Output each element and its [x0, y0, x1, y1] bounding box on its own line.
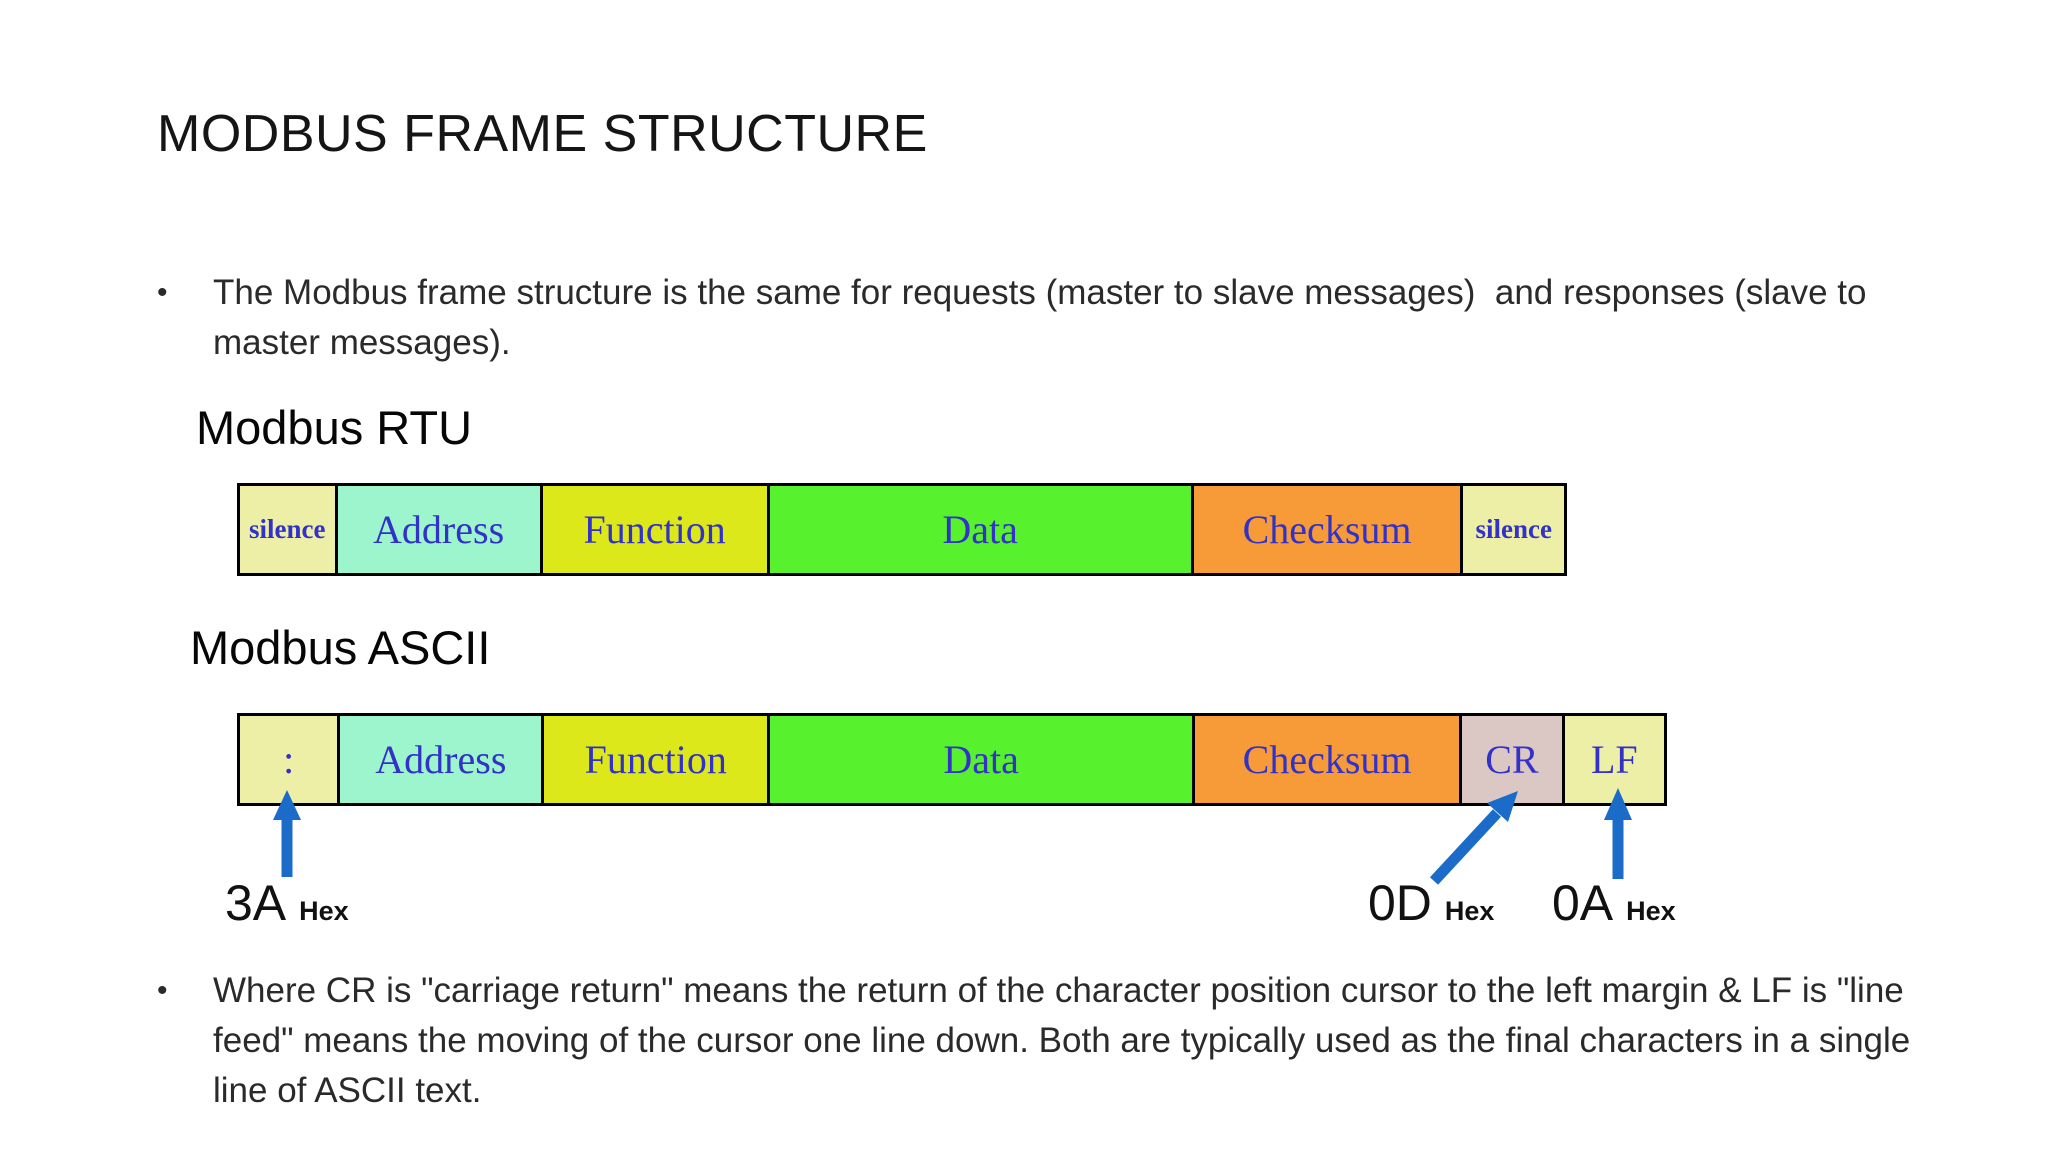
bullet-text-frame-structure: The Modbus frame structure is the same f… [213, 273, 1877, 362]
bullet-marker: • [157, 974, 168, 1007]
hex-value: 3A [225, 875, 287, 931]
hex-value: 0D [1368, 875, 1432, 931]
hex-value: 0A [1552, 875, 1614, 931]
bullet-item-cr-lf: • Where CR is "carriage return" means th… [157, 966, 1972, 1116]
ascii-cell-cr: CR [1459, 716, 1562, 803]
rtu-cell-silence-end: silence [1460, 486, 1564, 573]
hex-unit: Hex [1444, 896, 1495, 926]
cell-label: LF [1590, 737, 1638, 782]
cell-label: Function [584, 737, 727, 782]
cell-label: Data [943, 737, 1019, 782]
ascii-cell-lf: LF [1561, 716, 1664, 803]
cell-label: Checksum [1242, 507, 1412, 552]
modbus-ascii-frame: : Address Function Data Checksum CR LF [237, 713, 1667, 806]
cell-label: silence [1475, 514, 1552, 544]
cell-label: : [283, 737, 295, 782]
cell-label: silence [249, 514, 326, 544]
cell-label: Address [375, 737, 507, 782]
ascii-cell-address: Address [337, 716, 542, 803]
rtu-cell-silence-start: silence [240, 486, 335, 573]
cell-label: Data [942, 507, 1018, 552]
bullet-item-frame-structure: • The Modbus frame structure is the same… [157, 268, 1972, 368]
modbus-rtu-frame: silence Address Function Data Checksum silenc… [237, 483, 1567, 576]
ascii-cell-data: Data [767, 716, 1193, 803]
rtu-cell-checksum: Checksum [1190, 486, 1461, 573]
modbus-rtu-label: Modbus RTU [196, 401, 473, 454]
rtu-cell-data: Data [766, 486, 1191, 573]
cell-label: Address [373, 507, 505, 552]
cell-label: Checksum [1242, 737, 1412, 782]
cell-label: Function [583, 507, 726, 552]
hex-label-lf: 0A Hex [1552, 878, 1676, 928]
bullet-marker: • [157, 276, 168, 309]
ascii-cell-start-colon: : [240, 716, 338, 803]
hex-label-cr: 0D Hex [1368, 878, 1494, 928]
ascii-cell-checksum: Checksum [1192, 716, 1460, 803]
slide-title: MODBUS FRAME STRUCTURE [157, 105, 928, 163]
hex-unit: Hex [1626, 896, 1676, 926]
bullet-text-cr-lf: Where CR is "carriage return" means the … [213, 971, 1920, 1110]
hex-label-colon: 3A Hex [225, 878, 349, 928]
ascii-cell-function: Function [541, 716, 768, 803]
rtu-cell-address: Address [334, 486, 540, 573]
modbus-ascii-label: Modbus ASCII [190, 621, 491, 674]
cell-label: CR [1485, 737, 1539, 782]
hex-unit: Hex [299, 896, 349, 926]
rtu-cell-function: Function [539, 486, 767, 573]
